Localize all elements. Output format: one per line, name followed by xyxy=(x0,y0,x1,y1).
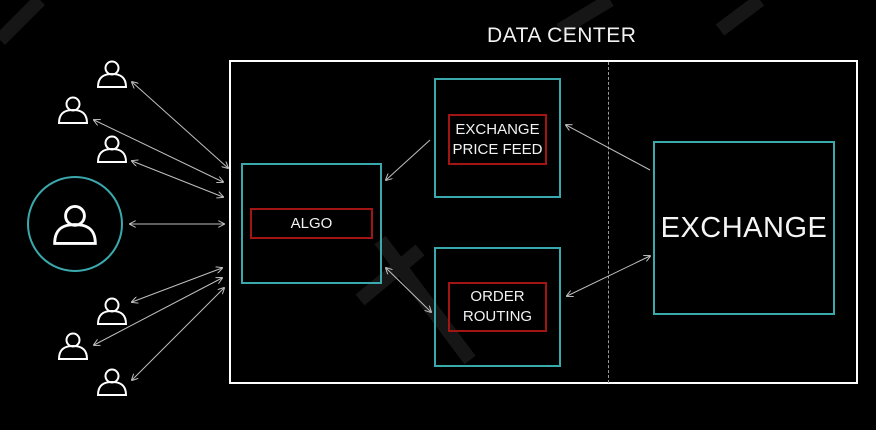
order-routing-label-box: ORDER ROUTING xyxy=(448,282,547,332)
algo-box xyxy=(241,163,382,284)
user-icon xyxy=(58,332,88,360)
exchange-label: EXCHANGE xyxy=(660,211,828,244)
main-user-icon xyxy=(53,204,97,245)
data-center-title: DATA CENTER xyxy=(487,24,637,47)
data-center-frame xyxy=(229,60,858,384)
user-algo-arrow xyxy=(94,120,223,182)
exchange-box: EXCHANGE xyxy=(653,141,835,315)
exchange-to-pricefeed-arrow xyxy=(566,125,651,171)
pricefeed-to-algo-arrow xyxy=(386,139,431,180)
order-routing-box xyxy=(434,247,561,367)
price-feed-label: EXCHANGE PRICE FEED xyxy=(452,120,543,158)
user-icon xyxy=(58,96,88,124)
user-algo-arrow xyxy=(132,82,228,168)
order-routing-label: ORDER ROUTING xyxy=(462,288,533,325)
algo-label: ALGO xyxy=(290,214,333,232)
user-algo-arrow xyxy=(132,288,224,380)
user-icon xyxy=(97,297,127,325)
algo-label-box: ALGO xyxy=(250,208,373,239)
price-feed-box xyxy=(434,78,561,198)
dashed-divider xyxy=(608,62,609,383)
user-icon xyxy=(97,135,127,163)
main-user-circle xyxy=(27,176,123,272)
algo-orderrouting-arrow xyxy=(386,268,431,312)
user-icon xyxy=(97,368,127,396)
price-feed-label-box: EXCHANGE PRICE FEED xyxy=(448,114,547,165)
user-icon xyxy=(97,60,127,88)
user-algo-arrow xyxy=(132,161,223,197)
orderrouting-exchange-arrow xyxy=(567,256,650,296)
